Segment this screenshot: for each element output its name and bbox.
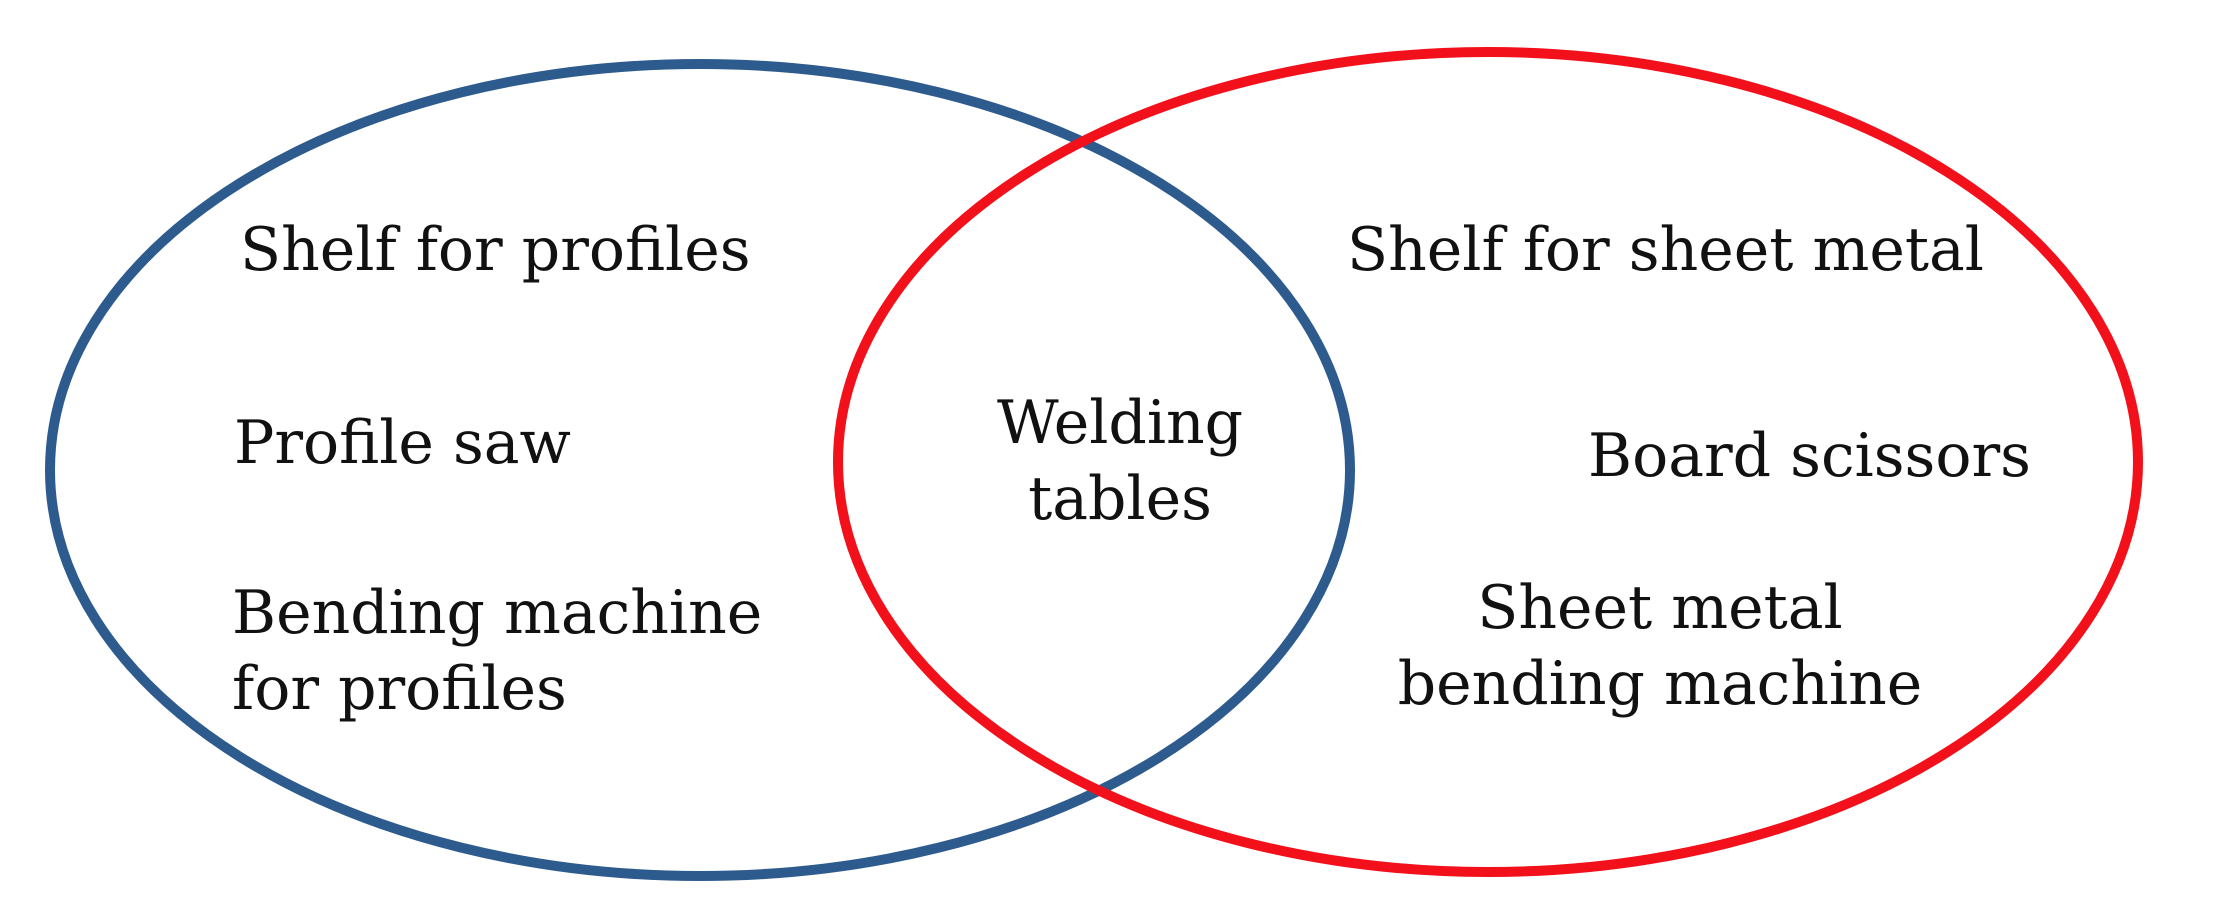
label-line: Shelf for sheet metal xyxy=(1347,215,1984,285)
label-line: Welding xyxy=(996,388,1244,458)
label-line: bending machine xyxy=(1397,649,1923,719)
left-item-bending-machine-for-profiles: Bending machine for profiles xyxy=(232,575,762,727)
right-item-board-scissors: Board scissors xyxy=(1588,418,2031,494)
label-line: Profile saw xyxy=(234,408,571,478)
left-item-profile-saw: Profile saw xyxy=(234,405,571,481)
label-line: Board scissors xyxy=(1588,421,2031,491)
intersection-item-welding-tables: Welding tables xyxy=(980,385,1260,537)
left-item-shelf-for-profiles: Shelf for profiles xyxy=(240,212,751,288)
label-line: Sheet metal xyxy=(1477,573,1843,643)
label-line: for profiles xyxy=(232,654,567,724)
right-item-shelf-for-sheet-metal: Shelf for sheet metal xyxy=(1347,212,1984,288)
right-set-circle xyxy=(833,47,2143,877)
right-item-sheet-metal-bending-machine: Sheet metal bending machine xyxy=(1360,570,1960,722)
left-set-circle xyxy=(45,59,1355,881)
label-line: Bending machine xyxy=(232,578,763,648)
label-line: Shelf for profiles xyxy=(240,215,751,285)
label-line: tables xyxy=(1028,464,1212,534)
